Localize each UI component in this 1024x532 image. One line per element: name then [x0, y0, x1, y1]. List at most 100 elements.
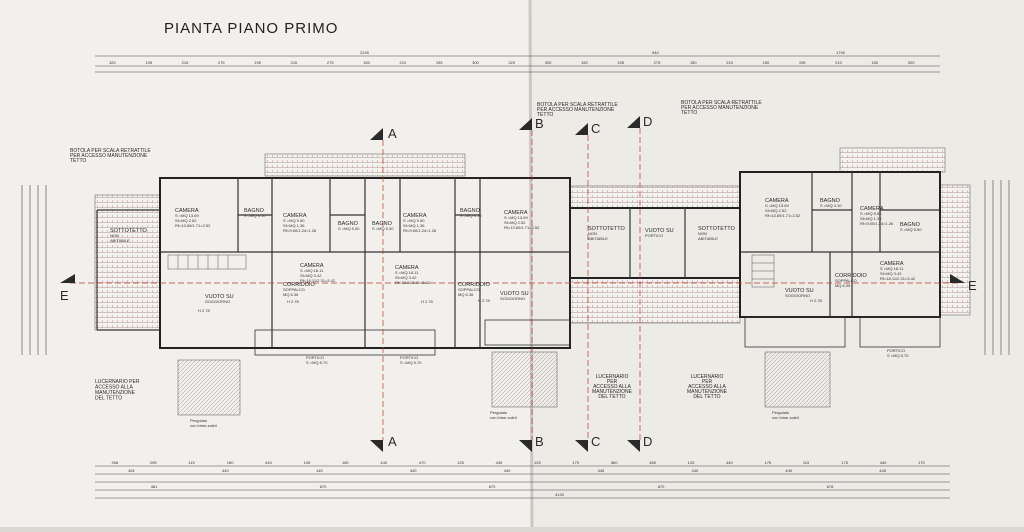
roof-left-top — [264, 153, 466, 177]
section-markers — [60, 116, 965, 452]
portico-label-line: PORTICO — [306, 355, 324, 360]
room-vuoto-right: VUOTO SU — [785, 288, 814, 294]
note-lucernario-mid-line: DEL TETTO — [598, 394, 625, 400]
room-corridoio1: CORRIDOIO — [283, 282, 316, 288]
bottom-dim-value: 670 — [320, 484, 327, 489]
room-camera7: CAMERA — [765, 198, 789, 204]
room-corridoio2: MQ 6.36 — [458, 292, 474, 297]
portico-label-line: S =MQ 5.70 — [306, 360, 328, 365]
bottom-dim-total: 4133 — [555, 492, 565, 497]
room-sottotetto-left: SOTTOTETTO — [110, 228, 147, 234]
room-camera2: Sf=MQ 1.36 — [283, 223, 305, 228]
bottom-dim-value: 440 — [880, 460, 887, 465]
room-corridoio3: MQ 6.36 — [835, 283, 851, 288]
bottom-dim-value: 440 — [380, 460, 387, 465]
room-camera8: Rf=9.50/1.24=1.26 — [860, 221, 894, 226]
portico-label-line: PORTICO — [887, 348, 905, 353]
height-label: H 2.78 — [810, 298, 823, 303]
bottom-dim-value: 481 — [151, 484, 158, 489]
room-camera5: Rf=18.11/2.31=3.42 — [300, 278, 336, 283]
portico-label-line: PORTICO — [400, 355, 418, 360]
pergolato-label-line: Pergolato — [490, 410, 508, 415]
pergolato-label-line: con brise-soleil — [190, 423, 217, 428]
top-dimensions — [95, 55, 940, 73]
top-dim-mid: 940 — [652, 50, 659, 55]
height-label: H 2.78 — [421, 299, 434, 304]
section-b-bottom: B — [535, 434, 544, 449]
room-camera2: S =MQ 9.50 — [283, 218, 305, 223]
top-dim-value: 195 — [617, 60, 624, 65]
room-camera9: Sf=MQ 3.42 — [880, 271, 902, 276]
bottom-dim-value: 678 — [827, 484, 834, 489]
room-bagno4: S =MQ 4.10 — [460, 213, 482, 218]
section-lines — [70, 128, 960, 440]
note-botola-right-line: TETTO — [681, 110, 697, 116]
top-dim-value: 150 — [871, 60, 878, 65]
room-corridoio1: MQ 6.36 — [283, 292, 299, 297]
note-botola-mid-line: PER ACCESSO MANUTENZIONE — [537, 107, 615, 113]
roof-right-side — [939, 184, 971, 316]
stair-left — [167, 254, 247, 270]
pergolato-label-line: Pergolato — [190, 418, 208, 423]
room-sottotetto-left: ABITABILE — [110, 238, 130, 243]
room-bagno2: S =MQ 5.50 — [338, 226, 360, 231]
portico-label-line: S =MQ 5.70 — [400, 360, 422, 365]
top-dim-value: 320 — [908, 60, 915, 65]
room-camera8: S =MQ 9.50 — [860, 211, 882, 216]
room-bagno3: S =MQ 5.50 — [372, 226, 394, 231]
bottom-dim-value: 125 — [457, 460, 464, 465]
bottom-dim-value: 440 — [265, 460, 272, 465]
top-dim-value: 210 — [726, 60, 733, 65]
room-camera5: Sf=MQ 3.42 — [300, 273, 322, 278]
room-bagno6: BAGNO — [900, 222, 921, 228]
top-dim-value: 195 — [799, 60, 806, 65]
room-camera1: Rf=13.69/1.71=2.52 — [175, 223, 211, 228]
bottom-dim-value: 175 — [841, 460, 848, 465]
note-botola-mid-line: TETTO — [537, 112, 553, 118]
note-lucernario-mid-line: MANUTENZIONE — [592, 389, 633, 395]
roof-left-side — [94, 194, 161, 331]
bottom-dim-value: 560 — [611, 460, 618, 465]
room-bagno3: BAGNO — [372, 221, 393, 227]
bottom-dim-value: 145 — [304, 460, 311, 465]
section-d-bottom: D — [643, 434, 652, 449]
top-dim-value: 195 — [436, 60, 443, 65]
note-lucernario-left-line: LUCERNARIO PER — [95, 379, 140, 385]
top-dim-value: 300 — [545, 60, 552, 65]
room-vuoto-portico: VUOTO SU — [645, 228, 674, 234]
room-bagno6: S =MQ 5.50 — [900, 227, 922, 232]
note-lucernario-mid-line: LUCERNARIO — [596, 374, 629, 380]
top-dim-value: 150 — [363, 60, 370, 65]
room-camera6: Rf=18.11/2.31=3.42 — [395, 280, 431, 285]
room-camera6: CAMERA — [395, 265, 419, 271]
room-camera2: CAMERA — [283, 213, 307, 219]
room-camera4: Rf=13.69/1.71=2.52 — [504, 225, 540, 230]
note-botola-left-line: PER ACCESSO MANUTENZIONE — [70, 153, 148, 159]
room-camera4: S =MQ 13.69 — [504, 215, 528, 220]
room-vuoto-mid: SOGGIORNO — [500, 296, 525, 301]
height-label: H 2.78 — [287, 299, 300, 304]
room-corridoio2: SOPPALCO — [458, 287, 480, 292]
room-sottotetto-left: NON — [110, 233, 119, 238]
height-label: H 2.78 — [478, 298, 491, 303]
bottom-dim-value: 470 — [419, 460, 426, 465]
section-b-top: B — [535, 116, 544, 131]
note-botola-mid-line: BOTOLA PER SCALA RETRATTILE — [537, 102, 618, 108]
height-label: H 2.78 — [198, 308, 211, 313]
room-vuoto-mid: VUOTO SU — [500, 291, 529, 297]
room-sottotetto-mid1: ABITABILE — [588, 236, 608, 241]
note-lucernario-mid-line: PER — [607, 379, 618, 385]
inner-walls — [96, 172, 940, 348]
top-dim-value: 150 — [763, 60, 770, 65]
room-camera7: Sf=MQ 2.52 — [765, 208, 787, 213]
room-bagno5: BAGNO — [820, 198, 841, 204]
room-camera8: Sf=MQ 1.36 — [860, 216, 882, 221]
bottom-dim-value: 115 — [188, 460, 195, 465]
top-dim-value: 275 — [218, 60, 225, 65]
room-camera4: Sf=MQ 2.52 — [504, 220, 526, 225]
